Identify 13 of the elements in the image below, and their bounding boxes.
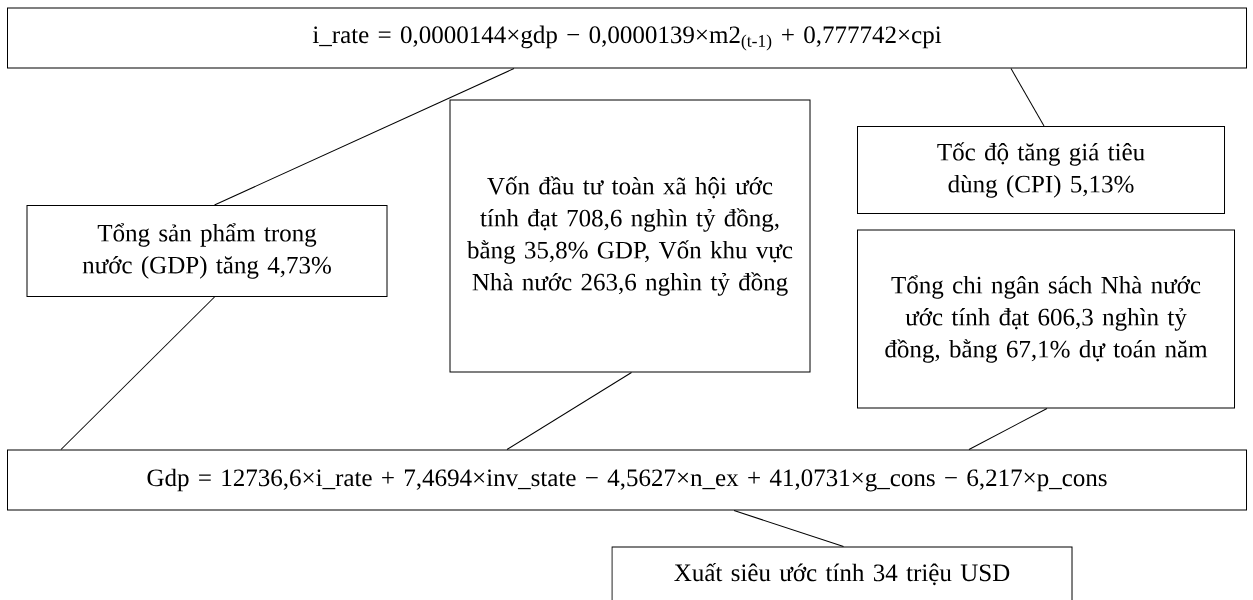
- text-box: Tổng chi ngân sách Nhà nước ước tính đạt 606,3 nghìn tỷ đồng, bằng 67,1% dự toán năm: [857, 229, 1235, 409]
- text-box: Xuất siêu ước tính 34 triệu USD: [611, 546, 1073, 600]
- text-box: Vốn đầu tư toàn xã hội ước tính đạt 708,6 nghìn tỷ đồng, bằng 35,8% GDP, Vốn khu vực Nhà nước 263,6 nghìn tỷ đồng: [449, 99, 811, 373]
- equation-box: Gdp = 12736,6×i_rate + 7,4694×inv_state − 4,5627×n_ex + 41,0731×g_cons − 6,217×p_cons: [7, 449, 1247, 511]
- connector-line: [214, 68, 515, 206]
- connector-line: [506, 372, 632, 450]
- connector-line: [60, 296, 215, 450]
- text-box: Tốc độ tăng giá tiêu dùng (CPI) 5,13%: [857, 126, 1225, 214]
- connector-line: [733, 510, 844, 547]
- connector-line: [1010, 68, 1045, 127]
- equation-box: i_rate = 0,0000144×gdp − 0,0000139×m2$_{(t-1)}$ + 0,777742×cpi: [7, 7, 1247, 69]
- connector-line: [968, 408, 1048, 450]
- text-box: Tổng sản phẩm trong nước (GDP) tăng 4,73%: [26, 205, 388, 297]
